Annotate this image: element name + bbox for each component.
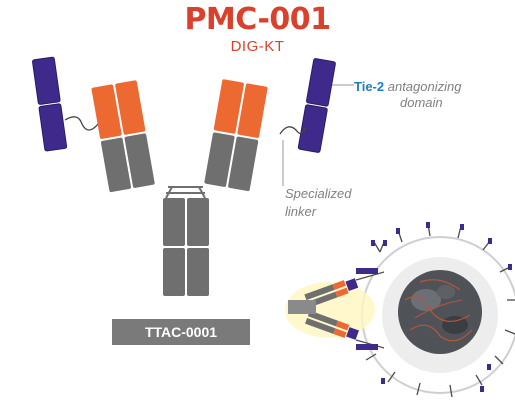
tie2-prefix: Tie-2 — [354, 79, 385, 94]
right-tie2-domain — [297, 58, 336, 153]
antibody-name-bar — [112, 319, 250, 345]
fc-stem — [163, 198, 209, 296]
right-fab-arm — [204, 79, 268, 192]
antibody-name: TTAC-0001 — [144, 324, 218, 340]
right-linker — [279, 126, 306, 135]
left-tie2-domain — [32, 56, 68, 152]
tie2-domain-label: Tie-2 antagonizing — [354, 79, 461, 95]
attached-antibodies — [285, 268, 385, 350]
hinge — [165, 186, 206, 199]
page-subtitle: DIG-KT — [230, 38, 285, 55]
page-title: PMC-001 — [184, 2, 331, 37]
left-linker — [64, 116, 99, 131]
linker-label-line2: linker — [285, 204, 317, 219]
linker-label: Specialized — [285, 186, 352, 201]
spike-tips — [371, 222, 512, 392]
nanoparticle-inset — [361, 222, 515, 398]
left-fab-arm — [91, 80, 155, 193]
tie2-domain-label-line2: domain — [400, 95, 443, 110]
tie2-rest: antagonizing — [387, 79, 462, 94]
